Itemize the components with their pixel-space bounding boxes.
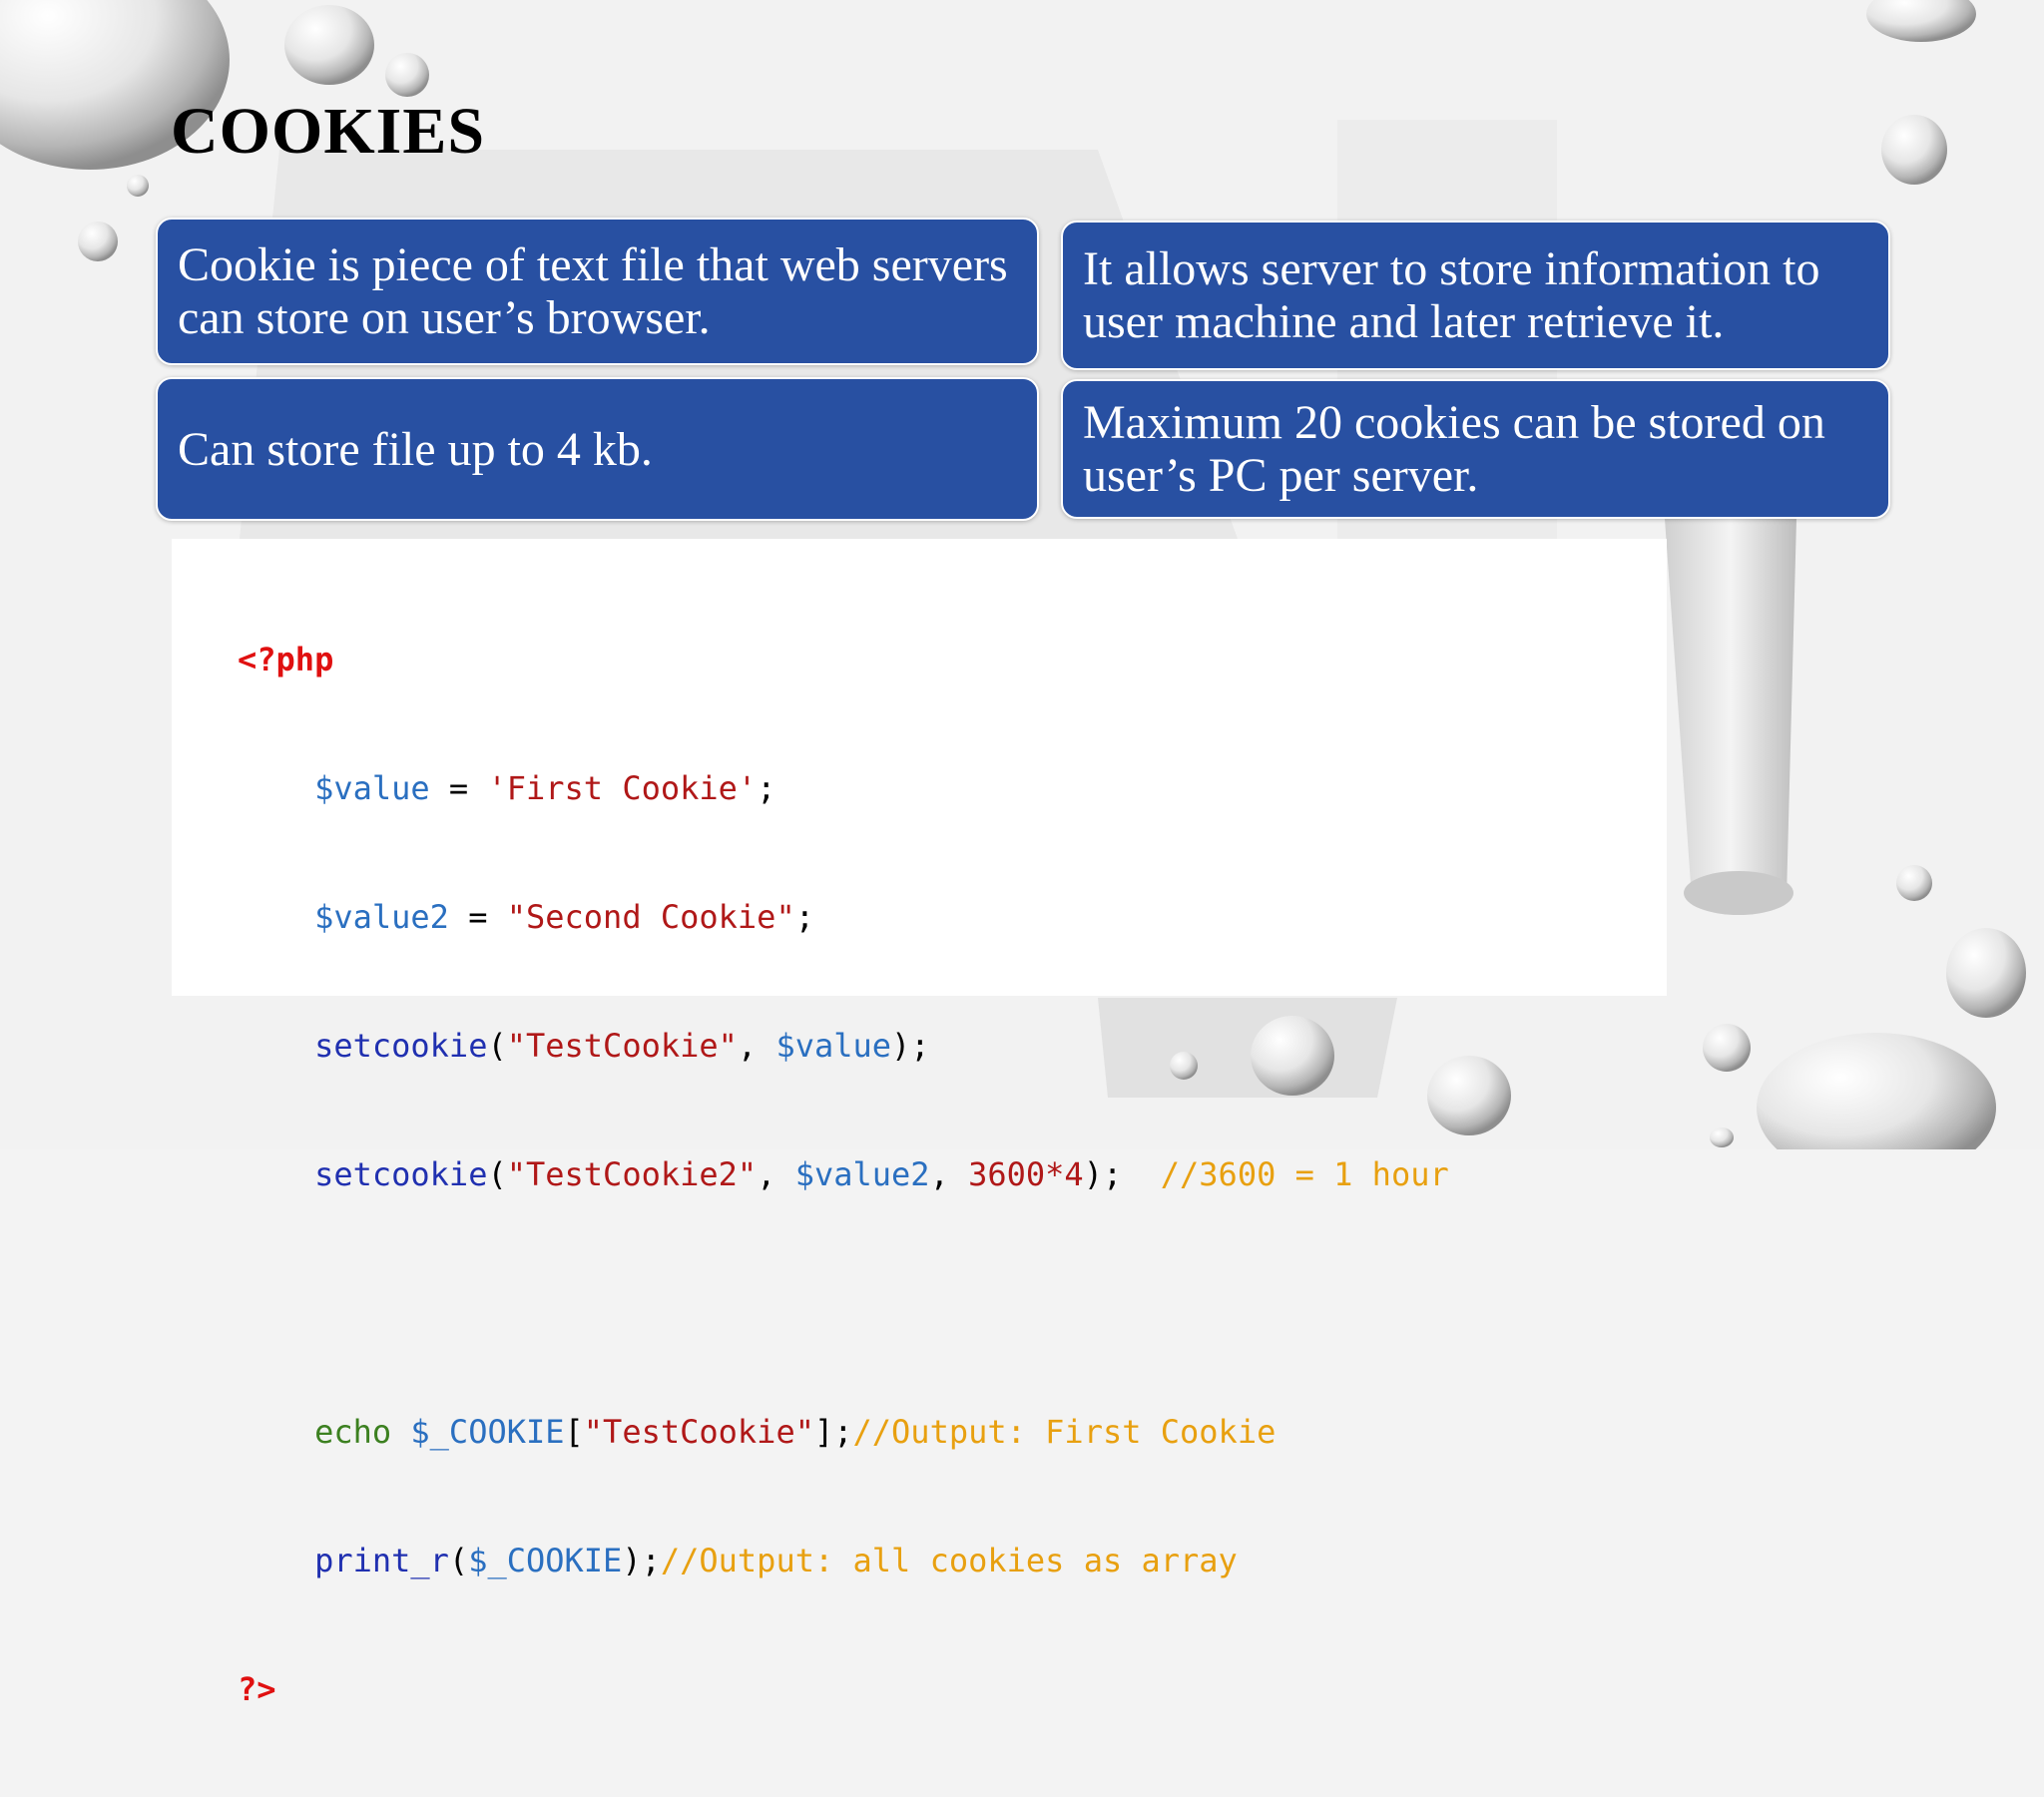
code-token: ); (1083, 1155, 1161, 1193)
info-box-definition: Cookie is piece of text file that web se… (156, 218, 1039, 365)
code-token: ); (622, 1542, 661, 1579)
info-box-text: Can store file up to 4 kb. (178, 422, 653, 476)
code-token: $_COOKIE (410, 1413, 565, 1451)
code-token: = (448, 898, 507, 936)
code-token: ( (487, 1155, 507, 1193)
code-line: print_r($_COOKIE);//Output: all cookies … (238, 1540, 1449, 1582)
code-comment: //3600 = 1 hour (1160, 1155, 1449, 1193)
code-token: $value (775, 1027, 892, 1065)
code-line: <?php (238, 639, 1449, 681)
code-token (391, 1413, 410, 1451)
code-token: $value2 (794, 1155, 930, 1193)
code-line: setcookie("TestCookie", $value); (238, 1025, 1449, 1068)
code-token: $value (314, 769, 430, 807)
info-box-size-limit: Can store file up to 4 kb. (156, 377, 1039, 521)
code-line: echo $_COOKIE["TestCookie"];//Output: Fi… (238, 1411, 1449, 1454)
code-token: "TestCookie" (583, 1413, 814, 1451)
code-token: , (929, 1155, 969, 1193)
code-token: echo (314, 1413, 392, 1451)
code-line: ?> (238, 1668, 1449, 1711)
info-box-text: It allows server to store information to… (1083, 242, 1820, 348)
code-line-blank (238, 1282, 1449, 1325)
code-token: 3600*4 (968, 1155, 1084, 1193)
code-token: ( (448, 1542, 469, 1579)
code-token: ; (794, 898, 814, 936)
info-box-storage: It allows server to store information to… (1061, 221, 1890, 370)
code-token: $_COOKIE (468, 1542, 623, 1579)
code-token: [ (564, 1413, 584, 1451)
info-box-count-limit: Maximum 20 cookies can be stored on user… (1061, 379, 1890, 519)
code-token: , (757, 1155, 795, 1193)
code-token: ( (487, 1027, 507, 1065)
code-token: setcookie (314, 1155, 488, 1193)
info-box-text: Cookie is piece of text file that web se… (178, 238, 1008, 344)
code-comment: //Output: First Cookie (852, 1413, 1277, 1451)
code-line: $value2 = "Second Cookie"; (238, 896, 1449, 939)
code-sample: <?php $value = 'First Cookie'; $value2 =… (172, 539, 1667, 1708)
code-comment: //Output: all cookies as array (660, 1542, 1238, 1579)
php-open-tag: <?php (238, 641, 334, 678)
code-token: 'First Cookie' (487, 769, 758, 807)
slide-title: COOKIES (171, 95, 486, 168)
code-line: $value = 'First Cookie'; (238, 767, 1449, 810)
code-token: $value2 (314, 898, 449, 936)
code-token: "TestCookie2" (506, 1155, 758, 1193)
info-box-text: Maximum 20 cookies can be stored on user… (1083, 396, 1825, 502)
code-token: ; (757, 769, 776, 807)
code-line: setcookie("TestCookie2", $value2, 3600*4… (238, 1153, 1449, 1196)
code-token: ); (891, 1027, 930, 1065)
code-token: , (737, 1027, 776, 1065)
code-token: ]; (813, 1413, 853, 1451)
code-block: <?php $value = 'First Cookie'; $value2 =… (238, 553, 1449, 1797)
php-close-tag: ?> (238, 1670, 276, 1708)
code-token: "Second Cookie" (506, 898, 795, 936)
code-token: = (429, 769, 488, 807)
code-token: setcookie (314, 1027, 488, 1065)
code-token: "TestCookie" (506, 1027, 738, 1065)
code-token: print_r (314, 1542, 449, 1579)
